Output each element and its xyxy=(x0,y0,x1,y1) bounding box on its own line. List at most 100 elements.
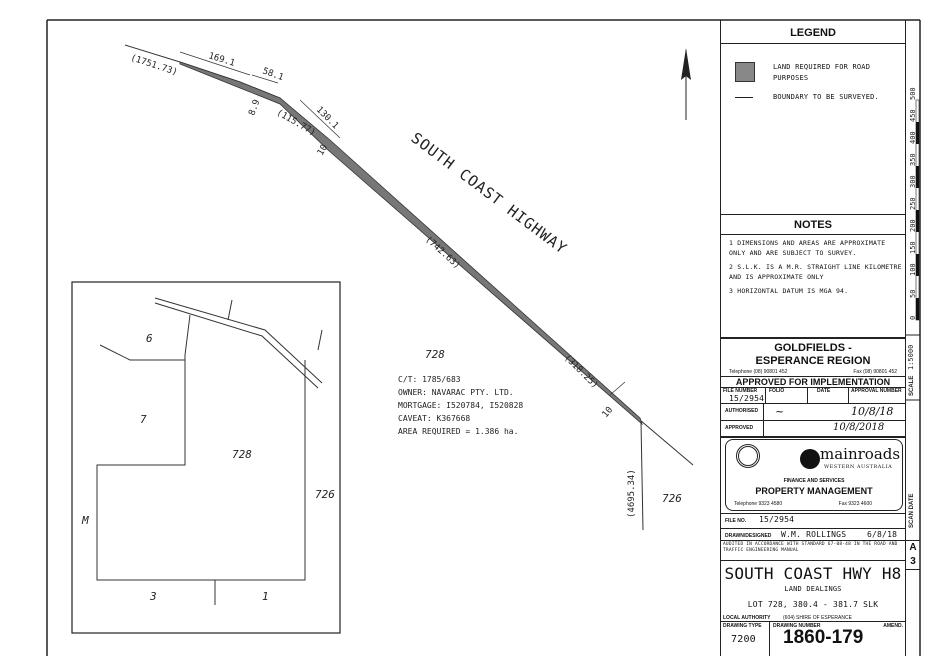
scan-date-label: SCAN DATE xyxy=(909,493,915,528)
mainroads-brand: mainroads xyxy=(820,445,901,463)
owner-text: OWNER: NAVARAC PTY. LTD. xyxy=(398,388,514,397)
dim-318: (318.25) xyxy=(562,353,600,391)
dim-10b: 10 xyxy=(601,405,616,420)
scale-segment xyxy=(916,122,919,144)
dim-4695: (4695.34) xyxy=(627,469,637,518)
agency-telephone: Telephone 9323 4580 xyxy=(734,501,783,507)
date-label: DATE xyxy=(817,388,831,394)
scale-segment xyxy=(916,210,919,232)
drawing-number-label: DRAWING NUMBER xyxy=(773,623,821,629)
mainroads-sub: WESTERN AUSTRALIA xyxy=(824,464,893,470)
sheet-size-letter: A xyxy=(909,542,917,553)
lot-726-label: 726 xyxy=(662,492,682,505)
authorised-label: AUTHORISED xyxy=(725,408,759,414)
dim-130: 130.1 xyxy=(314,105,340,131)
file-number-value: 15/2954 xyxy=(729,394,765,403)
agency-fax: Fax 9323 4600 xyxy=(838,501,872,507)
file-no-label: FILE No. xyxy=(725,518,747,524)
scale-tick-label: 50 xyxy=(909,290,917,298)
scale-tick-label: 400 xyxy=(909,131,917,144)
scale-tick-label: 200 xyxy=(909,219,917,232)
scale-tick-label: 350 xyxy=(909,153,917,166)
audit-note: AUDITED IN ACCORDANCE WITH STANDARD 67-0… xyxy=(723,542,898,553)
scale-tick-label: 0 xyxy=(909,316,917,320)
inset-lot-7: 7 xyxy=(140,413,147,426)
dim-58: 58.1 xyxy=(261,66,285,83)
title-block: LEGEND LAND REQUIRED FOR ROAD PURPOSES B… xyxy=(720,20,906,656)
scale-value: 1:5000 xyxy=(907,345,915,370)
dim-10a: 10 xyxy=(316,143,330,157)
inset-lot-726: 726 xyxy=(315,488,335,501)
boundary-line xyxy=(640,421,644,531)
drawing-lot: LOT 728, 380.4 - 381.7 SLK xyxy=(747,600,879,609)
sheet-number: 3 xyxy=(910,556,916,567)
dim-1751: (1751.73) xyxy=(129,53,178,78)
authorised-date: 10/8/18 xyxy=(851,405,894,418)
region-name: GOLDFIELDS - ESPERANCE REGION xyxy=(755,342,871,367)
inset-lot-728: 728 xyxy=(232,448,252,461)
caveat-text: CAVEAT: K367668 xyxy=(398,414,470,423)
drawn-label: DRAWN/DESIGNED xyxy=(725,533,772,539)
folio-label: FOLIO xyxy=(769,388,785,394)
scale-tick-label: 450 xyxy=(909,109,917,122)
drawn-name: W.M. ROLLINGS xyxy=(781,530,847,539)
lot-details: C/T: 1785/683 OWNER: NAVARAC PTY. LTD. M… xyxy=(398,375,523,436)
scale-label: SCALE xyxy=(909,376,915,396)
inset-lot-3: 3 xyxy=(149,590,157,603)
approval-number-label: APPROVAL NUMBER xyxy=(851,388,902,394)
region-telephone: Telephone (08) 90801 452 xyxy=(729,369,788,375)
drawing-number-value: 1860-179 xyxy=(783,627,864,648)
legend-title: LEGEND xyxy=(790,27,836,39)
approved-label: APPROVED xyxy=(725,425,754,431)
authorised-signature: ~ xyxy=(775,405,785,418)
land-required-swatch xyxy=(735,62,755,82)
dimension-line xyxy=(251,74,279,84)
land-required-area xyxy=(179,61,643,426)
dimension-line xyxy=(179,51,251,76)
legend-item-boundary: BOUNDARY TO BE SURVEYED. xyxy=(773,93,879,101)
dim-169: 169.1 xyxy=(207,51,236,68)
amend-label: AMEND. xyxy=(883,623,903,629)
legend-item-land: LAND REQUIRED FOR ROAD PURPOSES xyxy=(773,63,871,82)
agency-box: mainroads WESTERN AUSTRALIA FINANCE AND … xyxy=(725,439,903,511)
boundary-line-swatch xyxy=(735,97,753,98)
local-authority-label: LOCAL AUTHORITY xyxy=(723,615,771,621)
approved-date: 10/8/2018 xyxy=(833,422,885,433)
area-text: AREA REQUIRED = 1.386 ha. xyxy=(398,427,518,436)
file-no-value: 15/2954 xyxy=(759,515,795,524)
drawing-title: SOUTH COAST HWY H8 xyxy=(724,564,902,583)
scale-segment xyxy=(916,298,919,320)
agency-unit: PROPERTY MANAGEMENT xyxy=(755,486,873,496)
sheet-size: A 3 xyxy=(906,540,920,570)
note-1: 1 DIMENSIONS AND AREAS ARE APPROXIMATE O… xyxy=(729,239,886,257)
local-authority-value: (604) SHIRE OF ESPERANCE xyxy=(783,615,852,621)
note-2: 2 S.L.K. IS A M.R. STRAIGHT LINE KILOMET… xyxy=(729,263,902,281)
drawing-subtitle: LAND DEALINGS xyxy=(784,585,842,593)
region-fax: Fax (08) 90801 452 xyxy=(853,369,897,375)
notes-title: NOTES xyxy=(794,219,832,231)
drawn-date: 6/8/18 xyxy=(867,530,898,539)
scale-tick-label: 150 xyxy=(909,241,917,254)
agency-dept: FINANCE AND SERVICES xyxy=(783,478,845,484)
approval-title: APPROVED FOR IMPLEMENTATION xyxy=(735,377,891,387)
north-arrow-head-icon xyxy=(681,48,691,80)
inset-lot-6: 6 xyxy=(146,332,153,345)
dimension-line xyxy=(299,99,341,139)
scale-tick-label: 300 xyxy=(909,175,917,188)
wa-crest-logo xyxy=(736,444,760,468)
file-number-label: FILE NUMBER xyxy=(723,388,758,394)
scale-segment xyxy=(916,254,919,276)
drawing-type-label: DRAWING TYPE xyxy=(723,623,762,629)
dimension-tick xyxy=(609,381,626,396)
notes-list: 1 DIMENSIONS AND AREAS ARE APPROXIMATE O… xyxy=(729,238,903,296)
scale-segment xyxy=(916,166,919,188)
locality-inset: 6 7 728 726 M 3 1 xyxy=(71,281,341,634)
ct-text: C/T: 1785/683 xyxy=(398,375,461,384)
scale-tick-label: 100 xyxy=(909,263,917,276)
dim-8-9: 8.9 xyxy=(247,98,262,117)
lot-728-label: 728 xyxy=(425,348,445,361)
mortgage-text: MORTGAGE: I520784, I520828 xyxy=(398,401,523,410)
note-3: 3 HORIZONTAL DATUM IS MGA 94. xyxy=(729,287,849,295)
inset-lot-m: M xyxy=(81,514,89,527)
scale-tick-label: 500 xyxy=(909,87,917,100)
